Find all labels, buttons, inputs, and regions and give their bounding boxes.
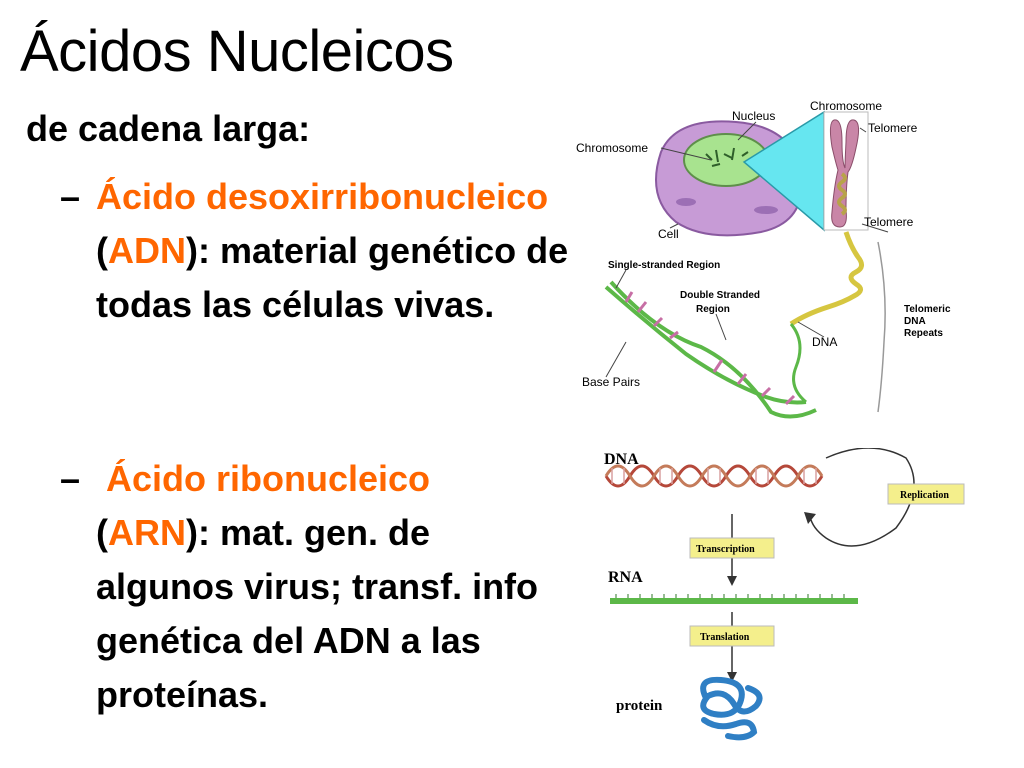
bullet-name: Ácido desoxirribonucleico <box>96 176 549 217</box>
double-helix <box>604 280 817 419</box>
label-double-stranded-2: Region <box>696 304 730 315</box>
transcription-box <box>689 537 775 559</box>
label-transcription: Transcription <box>696 544 755 555</box>
label-telomeric-2: DNA <box>904 316 926 327</box>
rna-strand <box>610 594 858 604</box>
bullet-dash: – <box>60 458 81 499</box>
label-dna: DNA <box>604 451 639 468</box>
central-dogma-diagram: DNA Replication Transcription RNA Transl… <box>604 448 965 741</box>
telomere-coil <box>789 231 864 327</box>
label-dna: DNA <box>812 335 837 349</box>
label-telomeric-3: Repeats <box>904 328 943 339</box>
label-translation: Translation <box>700 632 750 643</box>
bullet-abbr: ARN <box>108 512 186 553</box>
chromosome-shape <box>823 111 869 231</box>
replication-arrowhead <box>804 512 816 524</box>
label-chromosome-left: Chromosome <box>576 141 648 155</box>
nucleus-chromatin <box>705 147 749 167</box>
protein-structure <box>700 676 763 741</box>
bullet-rest: ): material genético de todas las célula… <box>96 230 569 325</box>
dna-helix <box>604 464 824 488</box>
bullet-name: Ácido ribonucleico <box>106 458 431 499</box>
label-telomere-top: Telomere <box>868 121 918 135</box>
chromosome-dna-diagram: Nucleus Chromosome Telomere Chromosome C… <box>576 99 951 419</box>
slide-title: Ácidos Nucleicos <box>20 19 454 84</box>
label-replication: Replication <box>900 490 949 501</box>
label-nucleus: Nucleus <box>732 109 775 123</box>
bullet-open-paren: ( <box>96 230 108 271</box>
replication-arc <box>809 448 915 547</box>
label-rna: RNA <box>608 569 643 586</box>
bullet-dash: – <box>60 176 81 217</box>
label-chromosome-top: Chromosome <box>810 99 882 113</box>
slide-subtitle: de cadena larga: <box>26 108 311 149</box>
bullet-arn: – Ácido ribonucleico (ARN): mat. gen. de … <box>60 452 570 722</box>
label-telomere-bottom: Telomere <box>864 215 914 229</box>
bullet-body: Ácido ribonucleico (ARN): mat. gen. de al… <box>96 452 570 722</box>
label-cell: Cell <box>658 227 679 241</box>
label-double-stranded-1: Double Stranded <box>680 290 760 301</box>
label-single-stranded: Single-stranded Region <box>608 260 720 271</box>
bullet-abbr: ADN <box>108 230 186 271</box>
label-protein: protein <box>616 698 663 714</box>
bullet-body: Ácido desoxirribonucleico (ADN): material… <box>96 170 570 332</box>
translation-box <box>689 625 775 647</box>
label-base-pairs: Base Pairs <box>582 375 640 389</box>
replication-box <box>887 483 965 505</box>
bullet-open-paren: ( <box>96 512 108 553</box>
bullet-rest: ): mat. gen. de algunos virus; transf. i… <box>96 512 539 715</box>
label-telomeric-1: Telomeric <box>904 304 951 315</box>
bullet-adn: – Ácido desoxirribonucleico (ADN): materi… <box>60 170 570 332</box>
telomeric-bracket <box>877 241 886 413</box>
